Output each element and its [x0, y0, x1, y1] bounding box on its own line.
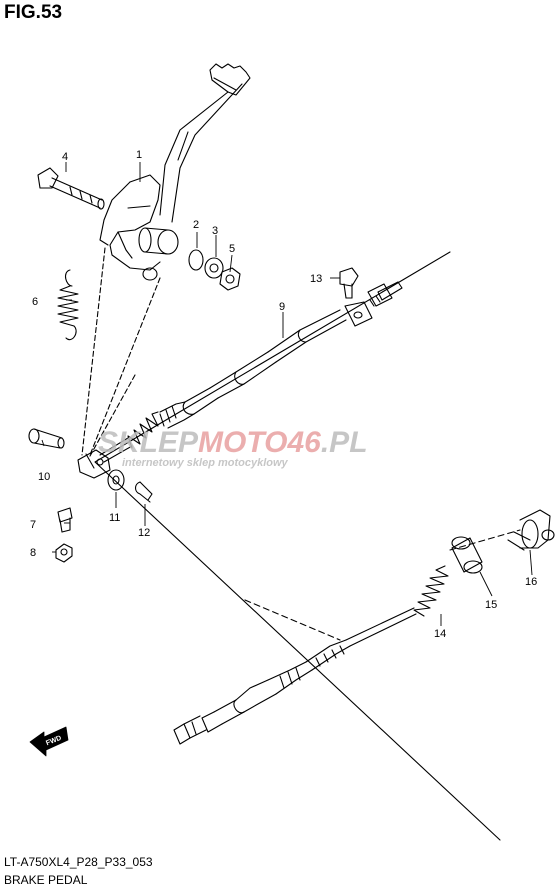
- leader-triangle: [94, 251, 501, 841]
- watermark: SKLEPMOTO46.PL internetowy sklep motocyk…: [98, 426, 368, 469]
- callout-5: 5: [229, 243, 235, 255]
- washer-part-2: [188, 249, 204, 271]
- callout-6: 6: [32, 296, 38, 308]
- bolt-part-13: [339, 267, 359, 299]
- cable-part-14: [173, 565, 449, 745]
- clevis-part: [77, 449, 111, 479]
- figure-name: BRAKE PEDAL: [4, 873, 88, 887]
- figure-title: FIG.53: [4, 2, 63, 23]
- callout-2: 2: [193, 219, 199, 231]
- leader-pedal-right: [89, 277, 161, 456]
- callout-8: 8: [30, 547, 36, 559]
- washer-part-3: [204, 257, 224, 279]
- bolt-part-7: [57, 507, 73, 533]
- model-code: LT-A750XL4_P28_P33_053: [4, 855, 153, 869]
- callout-12: 12: [138, 527, 150, 539]
- callout-4: 4: [62, 151, 68, 163]
- leader-rear: [449, 529, 521, 551]
- bracket-part-16: [507, 509, 555, 551]
- nut-part-5: [219, 267, 241, 291]
- brake-pedal-part: [99, 63, 251, 281]
- collar-part-15: [451, 536, 483, 574]
- watermark-brand-part1: SKLEP: [98, 426, 199, 459]
- watermark-brand-part2: MOTO46: [198, 426, 321, 459]
- callout-13: 13: [310, 273, 322, 285]
- callout-11: 11: [109, 512, 120, 524]
- cotter-pin-part-12: [134, 481, 153, 503]
- callout-15: 15: [485, 599, 497, 611]
- callout-3: 3: [212, 225, 218, 237]
- spring-part-6: [57, 269, 79, 341]
- washer-part-11: [107, 469, 125, 491]
- callout-16: 16: [525, 576, 537, 588]
- bolt-part-4: [37, 167, 105, 210]
- watermark-brand-part3: .PL: [321, 426, 368, 459]
- cable-part-9: [99, 281, 403, 463]
- svg-text:SKLEPMOTO46.PL: SKLEPMOTO46.PL: [98, 426, 368, 459]
- pin-part-10: [28, 428, 65, 449]
- leader-pedal-left: [81, 247, 106, 456]
- watermark-tagline: internetowy sklep motocyklowy: [122, 457, 289, 469]
- callout-14: 14: [434, 628, 446, 640]
- callout-9: 9: [279, 301, 285, 313]
- leader-lower: [244, 599, 341, 641]
- callout-10: 10: [38, 471, 50, 483]
- callout-1: 1: [136, 149, 142, 161]
- fwd-arrow-icon: [29, 726, 69, 757]
- callout-numbers: 1 2 3 4 5 6 7 8 9 10 11 12 13 14 15 16: [30, 149, 537, 640]
- leader-cable-end: [89, 374, 136, 457]
- nut-part-8: [55, 543, 73, 563]
- callout-7: 7: [30, 519, 36, 531]
